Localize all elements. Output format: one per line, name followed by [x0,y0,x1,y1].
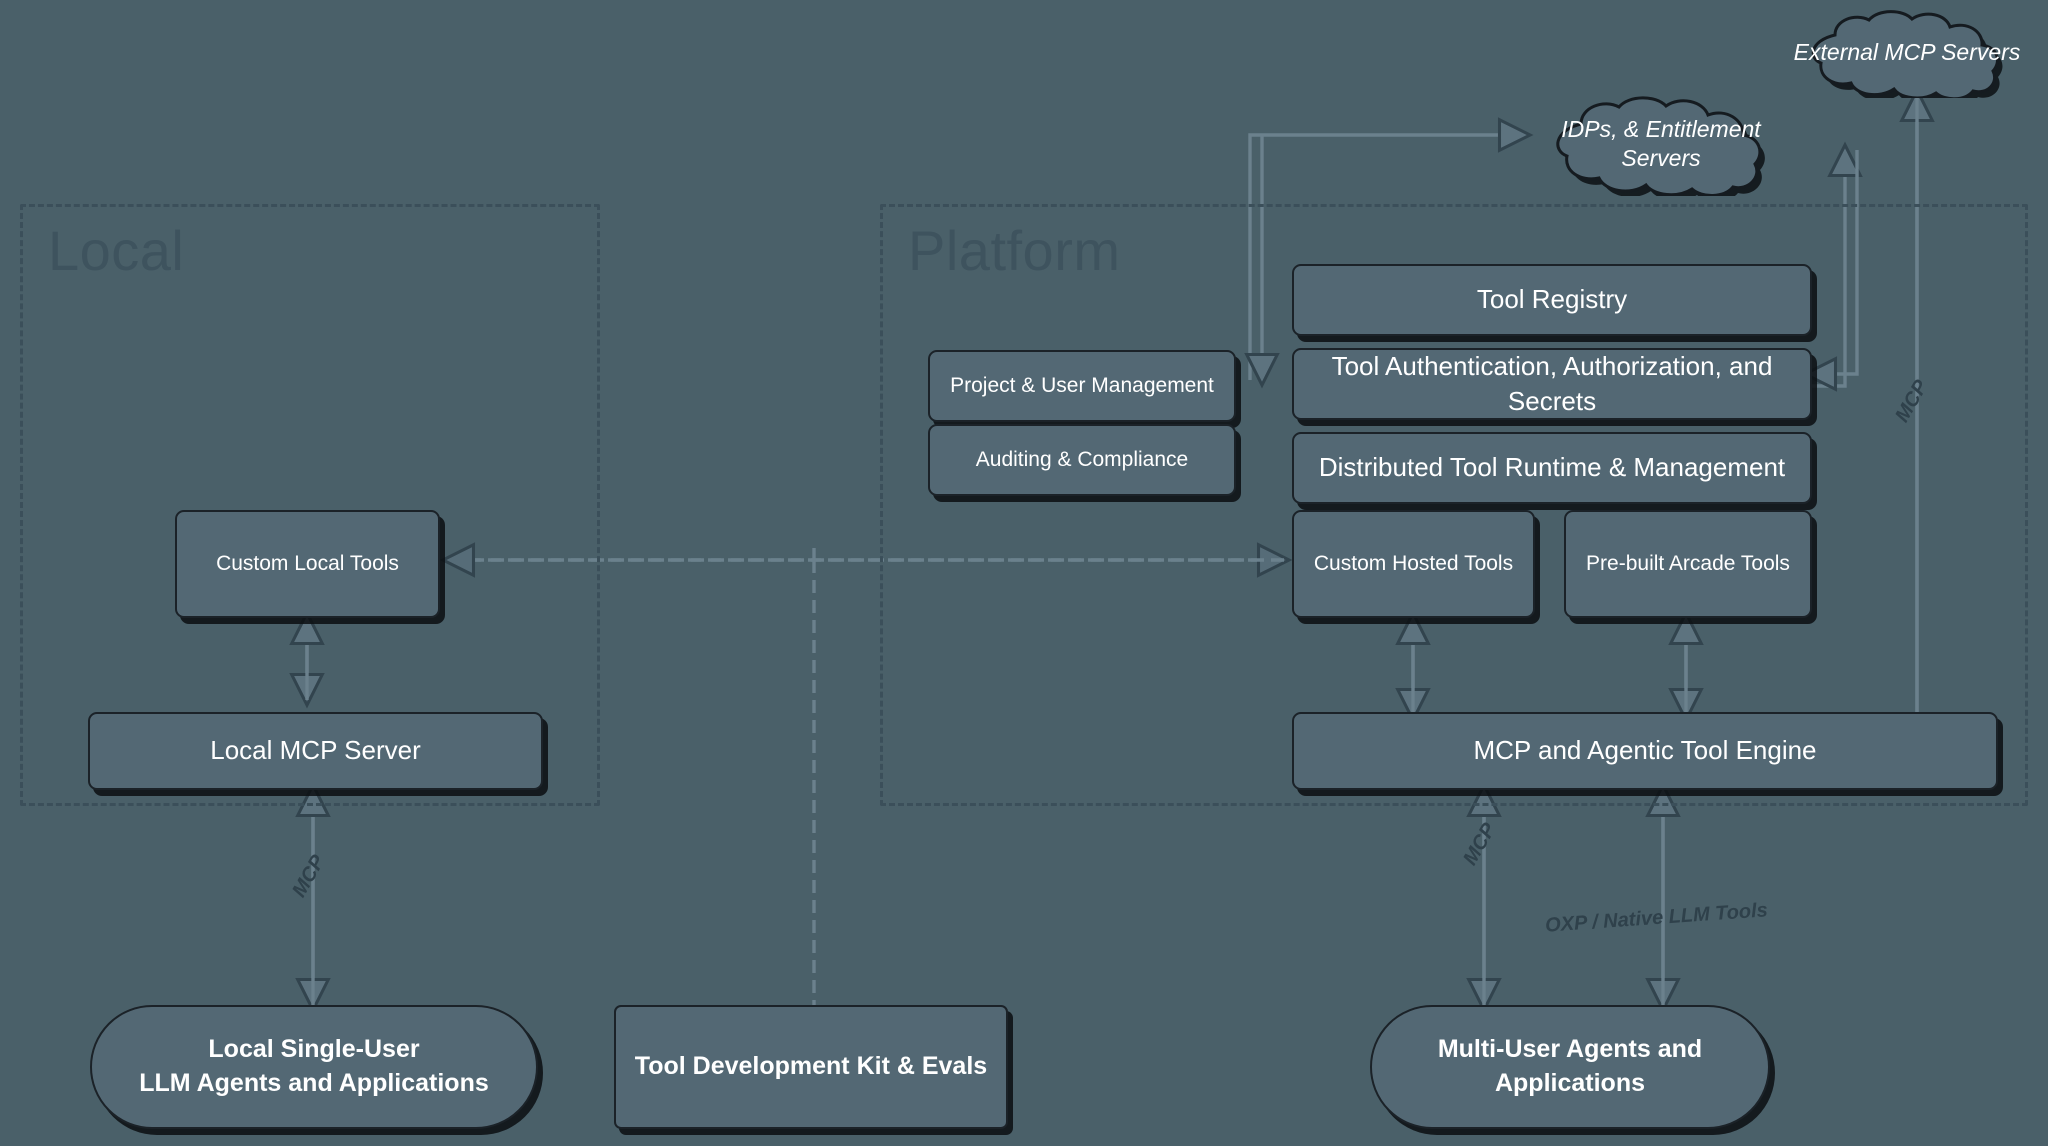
cloud-idps-label-line1: IDPs, & Entitlement [1561,116,1761,143]
node-local-agents-line1: Local Single-User [208,1035,420,1064]
group-platform [880,204,2028,806]
edge-label-oxp-native-llm-tools: OXP / Native LLM Tools [1544,899,1769,937]
node-prebuilt-arcade-tools[interactable]: Pre-built Arcade Tools [1564,510,1812,618]
node-multi-user-agents-line1: Multi-User Agents and [1437,1035,1703,1064]
cloud-shape-icon [1556,96,1765,196]
node-tool-development-kit[interactable]: Tool Development Kit & Evals [614,1005,1008,1129]
group-platform-title: Platform [908,219,1121,282]
cloud-idps-label: IDPs, & Entitlement Servers [1549,115,1772,173]
node-tool-authentication[interactable]: Tool Authentication, Authorization, and … [1292,348,1812,420]
node-auditing-compliance[interactable]: Auditing & Compliance [928,424,1236,496]
group-local [20,204,600,806]
node-local-agents-label: Local Single-User LLM Agents and Applica… [139,1033,489,1101]
node-multi-user-agents-label: Multi-User Agents and Applications [1438,1033,1702,1101]
cloud-shape-icon [1811,10,2003,98]
node-multi-user-agents[interactable]: Multi-User Agents and Applications [1370,1005,1770,1129]
node-multi-user-agents-line2: Applications [1494,1069,1645,1097]
edge-label-mcp-local: MCP [288,851,330,901]
cloud-idps-entitlement-servers[interactable]: IDPs, & Entitlement Servers [1520,92,1802,196]
node-local-agents-line2: LLM Agents and Applications [139,1069,489,1097]
node-local-agents-applications[interactable]: Local Single-User LLM Agents and Applica… [90,1005,538,1129]
group-local-title: Local [48,219,185,282]
edge-label-mcp-platform: MCP [1459,819,1501,869]
node-project-user-management[interactable]: Project & User Management [928,350,1236,422]
node-tool-registry[interactable]: Tool Registry [1292,264,1812,336]
cloud-external-mcp-label: External MCP Servers [1793,38,2021,65]
node-mcp-agentic-tool-engine[interactable]: MCP and Agentic Tool Engine [1292,712,1998,790]
node-custom-hosted-tools[interactable]: Custom Hosted Tools [1292,510,1535,618]
cloud-external-mcp-servers[interactable]: External MCP Servers [1778,6,2036,98]
cloud-idps-label-line2: Servers [1621,145,1701,171]
node-custom-local-tools[interactable]: Custom Local Tools [175,510,440,618]
node-distributed-tool-runtime[interactable]: Distributed Tool Runtime & Management [1292,432,1812,504]
node-local-mcp-server[interactable]: Local MCP Server [88,712,543,790]
